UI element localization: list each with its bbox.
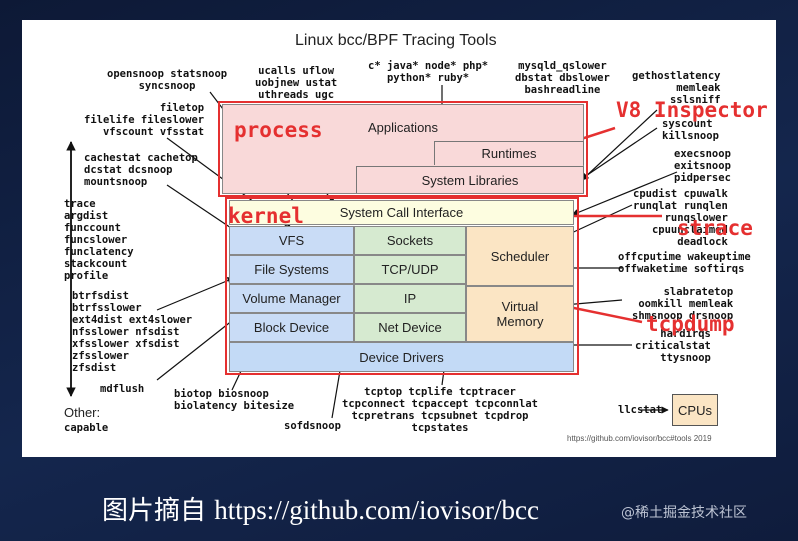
- caption: 图片摘自 https://github.com/iovisor/bcc: [102, 490, 539, 527]
- tools-opensnoop: opensnoop statsnoop syncsnoop: [107, 68, 228, 92]
- tools-syscount: syscount killsnoop: [662, 118, 719, 142]
- watermark: @稀土掘金技术社区: [621, 505, 747, 521]
- file-systems-box: File Systems: [229, 255, 354, 284]
- diagram-canvas: Linux bcc/BPF Tracing Tools Applications…: [22, 20, 776, 457]
- tools-mdflush: mdflush: [100, 383, 145, 395]
- scheduler-box: Scheduler: [466, 226, 574, 286]
- caption-url: https://github.com/iovisor/bcc: [214, 495, 540, 525]
- other-label: Other:: [64, 405, 101, 420]
- tools-mysqld: mysqld_qslower dbstat dbslower bashreadl…: [515, 60, 610, 96]
- ip-box: IP: [354, 284, 466, 313]
- vfs-box: VFS: [229, 226, 354, 255]
- annotation-v8-inspector: V8 Inspector: [616, 98, 768, 122]
- tools-gethost: gethostlatency memleak sslsniff: [632, 70, 721, 106]
- arrow-btrfs: [156, 277, 235, 311]
- tools-biotop: biotop biosnoop biolatency bitesize: [174, 388, 295, 412]
- tools-langs: c* java* node* php* python* ruby*: [368, 60, 489, 84]
- tools-btrfs: btrfsdist btrfsslower ext4dist ext4slowe…: [72, 290, 193, 374]
- runtimes-box: Runtimes: [434, 141, 584, 165]
- tools-sofdsnoop: sofdsnoop: [284, 420, 341, 432]
- cpus-box: CPUs: [672, 394, 718, 426]
- annotation-tcpdump: tcpdump: [646, 312, 735, 336]
- applications-layer: [222, 104, 584, 194]
- credit-text: https://github.com/iovisor/bcc#tools 201…: [567, 434, 712, 443]
- applications-label: Applications: [367, 119, 439, 135]
- tools-trace: trace argdist funccount funcslower funcl…: [64, 198, 134, 282]
- sockets-box: Sockets: [354, 226, 466, 255]
- arrow-execsnoop: [571, 171, 678, 216]
- virtual-memory-box: Virtual Memory: [466, 286, 574, 342]
- volume-manager-box: Volume Manager: [229, 284, 354, 313]
- annotation-strace: strace: [677, 216, 753, 240]
- tools-cachestat: cachestat cachetop dcstat dcsnoop mounts…: [84, 152, 198, 188]
- device-drivers-box: Device Drivers: [229, 342, 574, 372]
- annotation-kernel: kernel: [228, 204, 304, 228]
- annotation-process: process: [234, 118, 323, 142]
- kernel-region: [225, 197, 579, 375]
- tcp-udp-box: TCP/UDP: [354, 255, 466, 284]
- process-region: [218, 101, 588, 197]
- syscall-interface-box: System Call Interface: [229, 200, 574, 225]
- tools-offcpu: offcputime wakeuptime offwaketime softir…: [618, 251, 751, 275]
- tools-filetop: filetop filelife fileslower vfscount vfs…: [84, 102, 205, 138]
- tools-slab: slabratetop oomkill memleak shmsnoop drs…: [632, 286, 734, 322]
- tools-llcstat: llcstat: [618, 404, 663, 416]
- diagram-title: Linux bcc/BPF Tracing Tools: [295, 32, 497, 49]
- block-device-box: Block Device: [229, 313, 354, 342]
- tools-capable: capable: [64, 422, 109, 434]
- tools-ucalls: ucalls uflow uobjnew ustat uthreads ugc: [255, 65, 338, 101]
- tools-tcptop: tcptop tcplife tcptracer tcpconnect tcpa…: [342, 386, 538, 434]
- tools-hardirqs: hardirqs criticalstat ttysnoop: [635, 328, 711, 364]
- caption-prefix: 图片摘自: [102, 496, 207, 526]
- tools-cpudist: cpudist cpuwalk runqlat runqlen runqslow…: [633, 188, 728, 248]
- net-device-box: Net Device: [354, 313, 466, 342]
- arrow-gethost: [581, 109, 658, 181]
- tools-execsnoop: execsnoop exitsnoop pidpersec: [674, 148, 731, 184]
- system-libraries-box: System Libraries: [356, 166, 584, 193]
